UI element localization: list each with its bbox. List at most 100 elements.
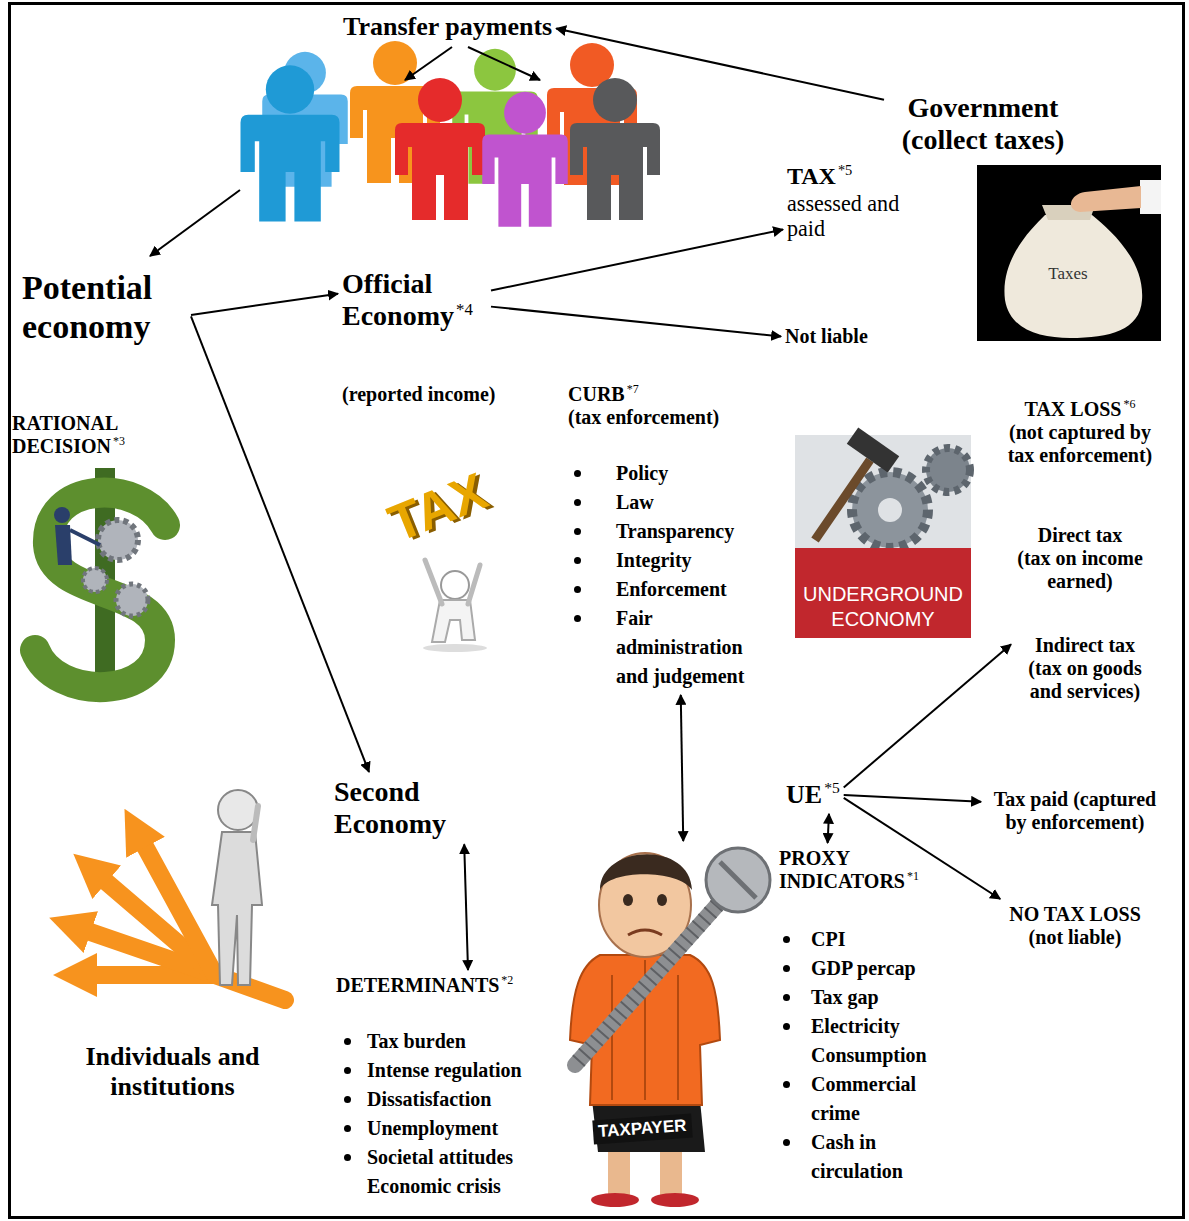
dollar-gears-illustration [83,568,107,592]
dollar-gears-illustration [55,525,72,565]
bullet-item: Tax burden [336,1027,576,1056]
actor-label: Government (collect taxes) [888,92,1078,156]
heading-text: UE [786,780,822,809]
tax-bag-illustration [977,165,1161,341]
node-text: Second Economy [334,776,474,840]
caption-label: Individuals and institutions [60,1042,285,1102]
graphic-word: TAX [380,461,495,554]
concept-label: RATIONAL DECISION*3 [12,412,152,458]
dollar-gears-illustration [116,584,148,616]
taxpayer-illustration [575,885,735,1065]
connector-arrow [556,28,884,99]
taxpayer-illustration [720,862,756,898]
leader-arrow [150,190,240,256]
connector-arrow [491,307,781,337]
bullet-item: Unemployment [336,1114,576,1143]
dollar-gears-illustration [35,468,165,700]
heading-text: PROXY INDICATORS [779,847,905,892]
tax-bag-illustration [977,165,1161,341]
underground-illustration [847,427,899,472]
footnote-marker: *1 [907,869,919,883]
bullet-item: Societal attitudes [336,1143,576,1172]
underground-illustration [878,498,902,522]
heading-text: CURB [568,383,625,405]
tax-burden-illustration [425,560,442,604]
tax-bag-illustration [1004,215,1142,338]
node-text: (tax enforcement) [568,406,773,429]
tax-burden-illustration [468,565,480,604]
crossroads-illustration [135,828,215,975]
leader-arrow [150,47,540,256]
connector-arrow [844,644,1011,787]
crossroads-illustration [218,790,258,830]
bullet-list-block: PROXY INDICATORS*1CPIGDP percapTax gapEl… [779,847,959,1186]
flow-label: Transfer payments [343,12,552,42]
heading-text: Official Economy [342,268,454,331]
bullet-list-block: CURB*7(tax enforcement)PolicyLawTranspar… [568,383,773,691]
node-text: (not liable) [990,926,1160,949]
bullet-item: Fair administration and judgement [568,604,773,691]
outcome-label: NO TAX LOSS(not liable) [990,903,1160,949]
taxpayer-illustration [575,885,735,1065]
connector-arrow [681,695,684,841]
taxpayer-illustration [651,1193,699,1207]
tax-burden-illustration [441,571,469,599]
bullet-item: Integrity [568,546,773,575]
economy-label: Official Economy*4 [342,268,487,332]
note-label: (reported income) [342,383,495,406]
tax-type-label: Indirect tax(tax on goods and services) [1015,634,1155,703]
crossroads-illustration [212,832,262,985]
taxpayer-illustration [657,894,667,906]
leader-arrow [405,47,452,80]
footnote-marker: *5 [838,162,852,178]
underground-illustration [795,427,971,580]
footnote-marker: *4 [456,300,473,319]
node-text: (tax on goods and services) [1015,657,1155,703]
heading-text: TAX LOSS [1025,398,1122,420]
bullet-item: Electricity Consumption [779,1012,959,1070]
tax-bag-illustration [1071,186,1141,212]
banner-band: UNDERGROUND ECONOMY [795,578,971,638]
taxpayer-illustration [628,930,662,935]
footnote-marker: *2 [501,973,513,987]
node-text: Tax paid (captured by enforcement) [985,788,1165,834]
label-text: (reported income) [342,383,495,406]
taxpayer-illustration [677,975,679,1100]
bullet-item: Law [568,488,773,517]
connector-arrow [491,230,783,291]
underground-illustration [795,548,971,580]
bullet-item: Enforcement [568,575,773,604]
taxpayer-illustration [611,975,613,1100]
node-text: Indirect tax [1015,634,1155,657]
underground-illustration [852,472,928,548]
list-item: Economic crisis [336,1172,576,1201]
label-text: Taxes [1033,264,1103,284]
footnote-marker: *5 [824,779,840,796]
node-text: Government (collect taxes) [888,92,1078,156]
taxpayer-figure: TAXPAYER [555,845,780,1141]
node-text: Potential economy [22,268,187,346]
underground-illustration [815,460,870,540]
tax-burden-illustration [423,560,487,652]
bullet-item: Policy [568,459,773,488]
economy-label: Potential economy [22,268,187,346]
heading-text: DETERMINANTS [336,974,499,996]
taxpayer-illustration [592,1100,705,1152]
bullet-item: Commercial crime [779,1070,959,1128]
dollar-gears-illustration [70,530,100,545]
node-text: Transfer payments [343,12,552,42]
crossroads-illustration [253,806,258,840]
node-text: Not liable [785,325,868,348]
taxpayer-illustration [608,1145,630,1197]
node-text: Direct tax [995,524,1165,547]
bullet-item: Transparency [568,517,773,546]
connector-arrow [828,814,829,843]
people-illustration [482,92,568,227]
shirt-label: TAXPAYER [592,1114,692,1144]
bullet-item: CPI [779,925,959,954]
connector-arrow [191,294,338,315]
economy-label: Second Economy [334,776,474,840]
dollar-gears-illustration [35,493,165,688]
